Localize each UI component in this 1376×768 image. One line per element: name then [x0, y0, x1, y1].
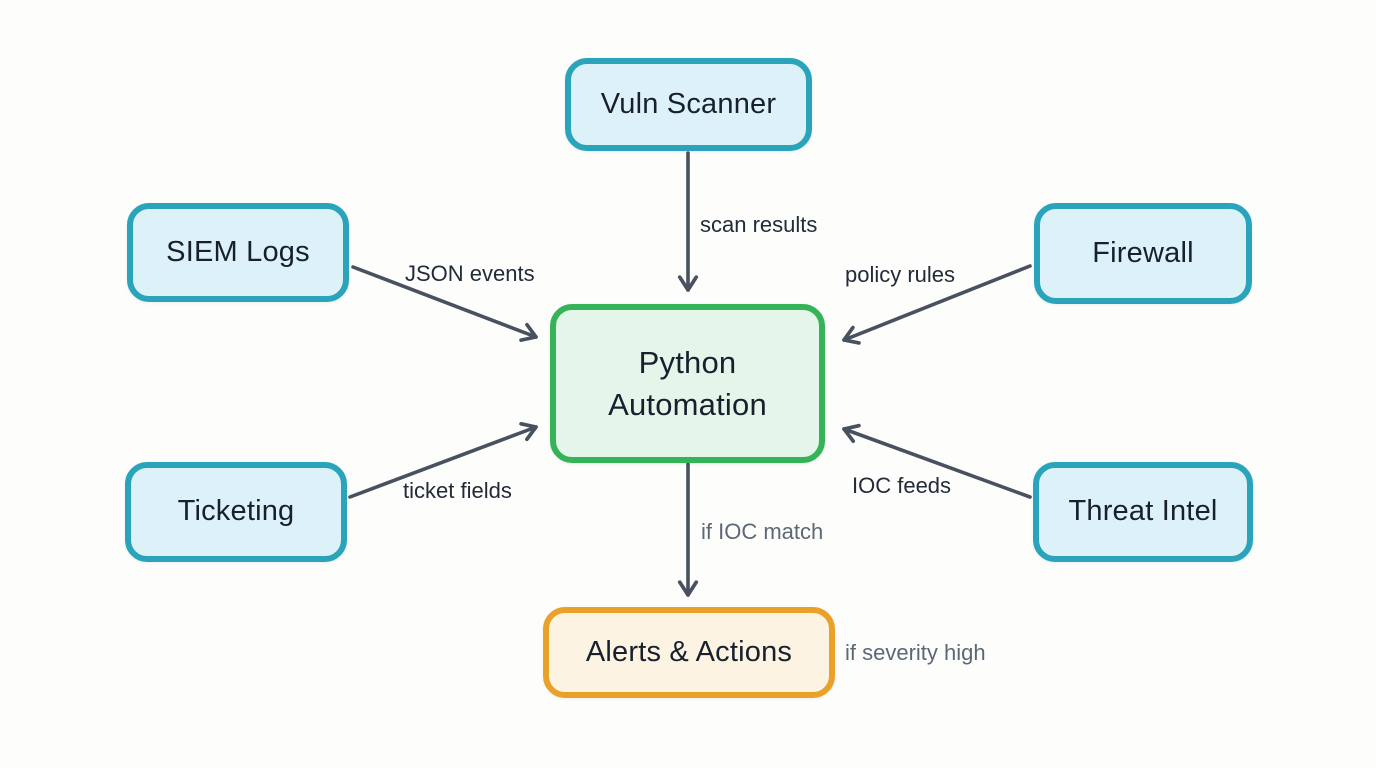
node-siem-logs: SIEM Logs [127, 203, 349, 302]
edge-label-scan-results: scan results [700, 212, 818, 237]
edge-label-policy-rules: policy rules [845, 262, 956, 287]
node-alerts-actions-label: Alerts & Actions [585, 635, 793, 668]
node-python-automation: Python Automation [550, 304, 825, 463]
node-threat-intel-label: Threat Intel [1068, 495, 1218, 528]
node-ticketing-label: Ticketing [177, 495, 295, 528]
node-firewall: Firewall [1034, 203, 1252, 304]
annotation-if-severity-high: if severity high [845, 640, 986, 665]
node-alerts-actions: Alerts & Actions [543, 607, 835, 698]
node-ticketing: Ticketing [125, 462, 347, 562]
edge-label-if-ioc-match: if IOC match [701, 519, 824, 544]
edge-label-ioc-feeds: IOC feeds [852, 473, 952, 498]
node-vuln-scanner: Vuln Scanner [565, 58, 812, 151]
edge-label-json-events: JSON events [405, 261, 535, 286]
node-threat-intel: Threat Intel [1033, 462, 1253, 562]
node-siem-logs-label: SIEM Logs [166, 235, 310, 268]
edge-label-ticket-fields: ticket fields [403, 478, 512, 503]
node-vuln-scanner-label: Vuln Scanner [600, 87, 777, 120]
node-firewall-label: Firewall [1092, 236, 1194, 269]
node-python-automation-label: Python Automation [608, 344, 767, 422]
